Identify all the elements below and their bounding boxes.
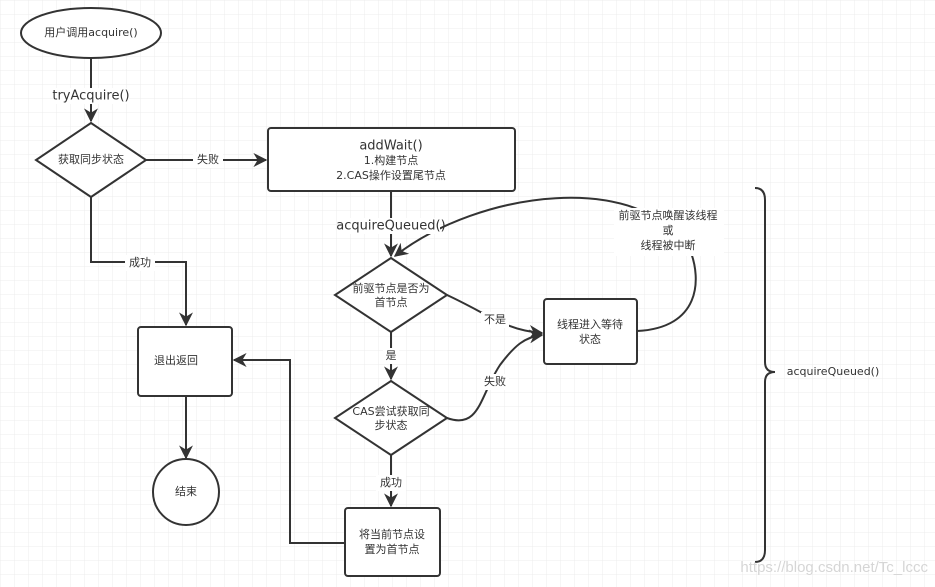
label-success-1: 成功 xyxy=(129,256,151,269)
label-fail-2: 失败 xyxy=(484,374,506,388)
node-cas-try-line2: 步状态 xyxy=(375,418,408,432)
node-set-head-line2: 置为首节点 xyxy=(365,542,420,556)
label-acquire-queued: acquireQueued() xyxy=(336,219,445,234)
node-start-label: 用户调用acquire() xyxy=(44,25,137,39)
node-is-prev-head: 前驱节点是否为 首节点 xyxy=(333,256,449,334)
brace xyxy=(754,187,776,563)
watermark: https://blog.csdn.net/Tc_lccc xyxy=(740,559,928,576)
node-start: 用户调用acquire() xyxy=(20,7,162,59)
node-add-wait-line1: addWait() xyxy=(359,139,422,154)
node-exit-return-label: 退出返回 xyxy=(154,353,198,367)
node-cas-try-line1: CAS尝试获取同 xyxy=(352,405,429,418)
node-wait-state: 线程进入等待 状态 xyxy=(543,298,638,365)
edge-cas-fail xyxy=(446,329,544,422)
edge-sethead-to-exit xyxy=(232,353,345,544)
node-is-prev-head-line2: 首节点 xyxy=(375,295,408,309)
node-is-prev-head-line1: 前驱节点是否为 xyxy=(353,281,430,295)
label-try-acquire: tryAcquire() xyxy=(52,89,129,104)
node-set-head: 将当前节点设 置为首节点 xyxy=(344,507,441,577)
label-fail-1: 失败 xyxy=(197,152,219,166)
node-wait-state-line1: 线程进入等待 xyxy=(557,317,623,331)
edge-labels: tryAcquire() 失败 成功 acquireQueued() 不是 是 … xyxy=(52,88,724,491)
node-end-label: 结束 xyxy=(175,485,197,498)
label-wake-1: 前驱节点唤醒该线程 xyxy=(619,208,718,222)
label-wake-2: 或 xyxy=(663,224,674,237)
node-add-wait-line2: 1.构建节点 xyxy=(364,153,419,167)
node-get-state: 获取同步状态 xyxy=(34,121,148,199)
node-get-state-label: 获取同步状态 xyxy=(58,152,124,166)
node-set-head-line1: 将当前节点设 xyxy=(359,527,425,541)
label-success-2: 成功 xyxy=(380,476,402,489)
label-wake-3: 线程被中断 xyxy=(641,238,696,252)
node-add-wait-line3: 2.CAS操作设置尾节点 xyxy=(336,168,446,182)
node-end: 结束 xyxy=(152,458,220,526)
node-add-wait: addWait() 1.构建节点 2.CAS操作设置尾节点 xyxy=(267,127,516,192)
node-exit-return: 退出返回 xyxy=(137,326,233,397)
label-not: 不是 xyxy=(484,313,506,326)
brace-label: acquireQueued() xyxy=(787,365,880,378)
label-yes: 是 xyxy=(386,349,397,362)
node-wait-state-line2: 状态 xyxy=(579,332,601,346)
node-cas-try: CAS尝试获取同 步状态 xyxy=(333,379,449,457)
